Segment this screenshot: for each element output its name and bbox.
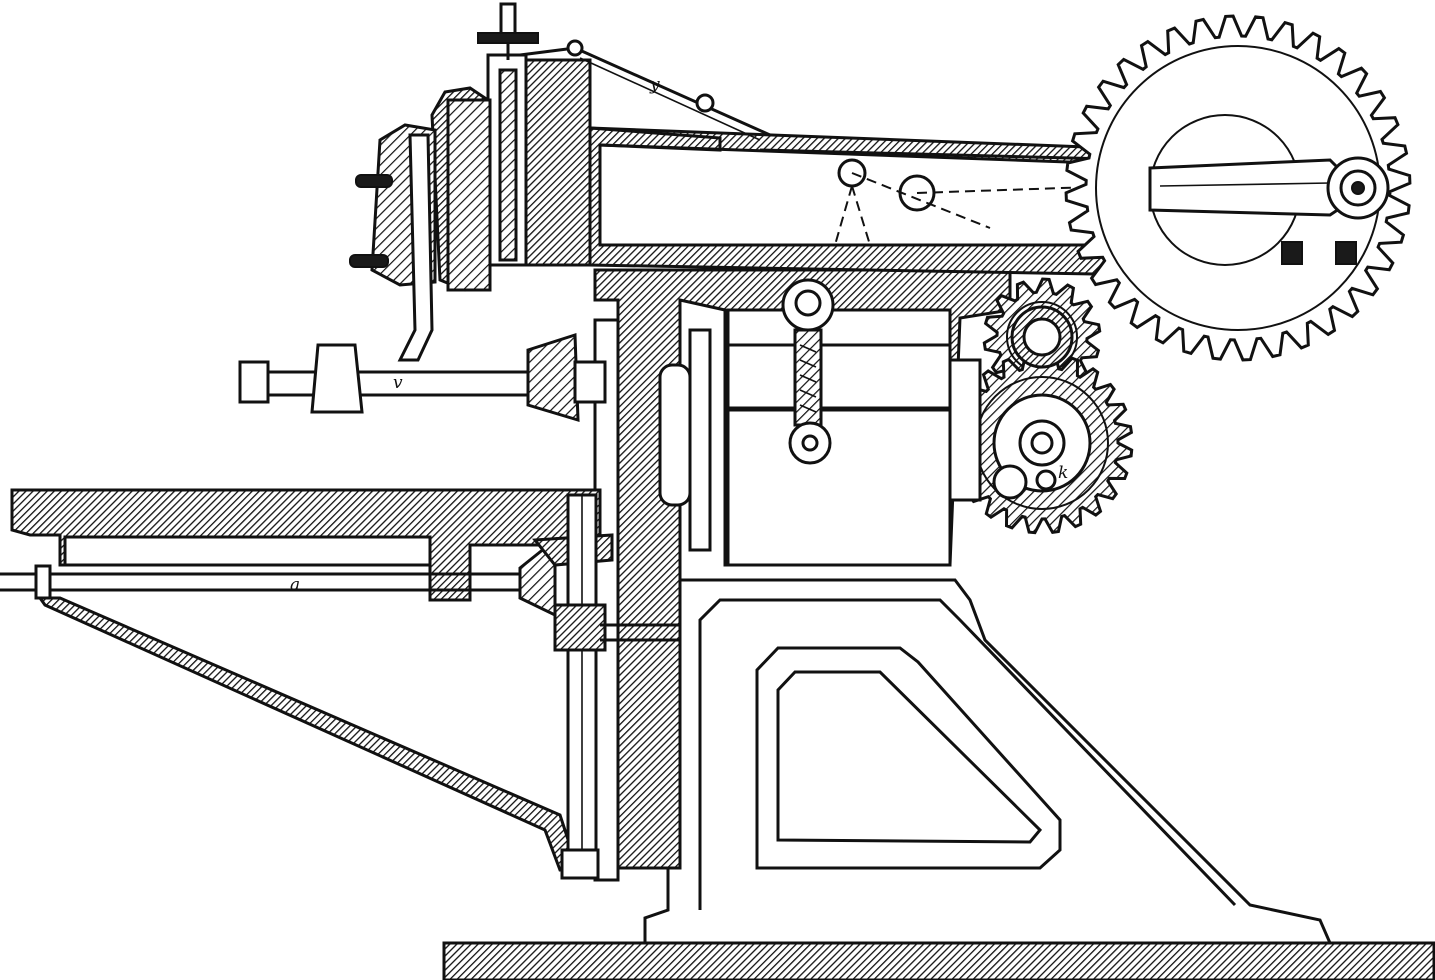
vertical-feed-screw [553, 493, 680, 880]
label-v: v [393, 373, 403, 393]
base-pedestal [643, 578, 1333, 945]
floor [442, 941, 1435, 980]
upper-arm [588, 126, 1172, 277]
figure-labels: a v y k [290, 75, 1068, 595]
shaft-v [238, 332, 607, 423]
work-table [10, 488, 602, 872]
column-housing [593, 268, 1012, 882]
tension-link [781, 278, 835, 465]
label-a: a [290, 575, 300, 595]
headstock [430, 2, 592, 292]
connecting-rod-y [519, 39, 771, 141]
blade-arbor [1148, 156, 1390, 265]
label-y: y [649, 75, 660, 95]
label-k: k [1058, 463, 1068, 483]
gear-hubs [948, 305, 1092, 502]
tool-clamp [349, 123, 437, 362]
